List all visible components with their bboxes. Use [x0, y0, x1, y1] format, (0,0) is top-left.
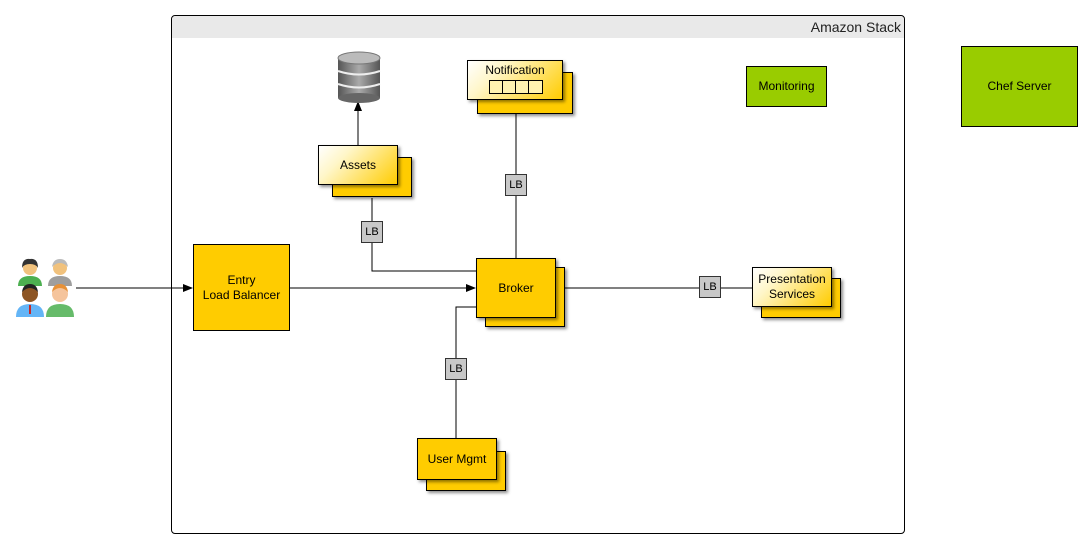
lb-user-mgmt[interactable]: LB — [445, 358, 467, 380]
lb-presentation[interactable]: LB — [699, 276, 721, 298]
edge-broker-usermgmt — [455, 306, 477, 438]
chef-server-node[interactable]: Chef Server — [961, 46, 1078, 127]
presentation-services-node[interactable]: Presentation Services — [752, 267, 832, 307]
lb-assets[interactable]: LB — [361, 221, 383, 243]
notification-label: Notification — [485, 63, 545, 77]
message-queue-icon — [489, 80, 543, 94]
database-icon — [337, 51, 381, 103]
broker-node[interactable]: Broker — [476, 258, 556, 318]
entry-load-balancer-node[interactable]: Entry Load Balancer — [193, 244, 290, 331]
edge-assets-broker — [371, 198, 477, 272]
user-mgmt-node[interactable]: User Mgmt — [417, 438, 497, 480]
monitoring-node[interactable]: Monitoring — [746, 66, 827, 107]
container-header: Amazon Stack — [172, 16, 904, 38]
assets-node[interactable]: Assets — [318, 145, 398, 185]
container-title: Amazon Stack — [810, 19, 901, 35]
users-group-icon — [16, 258, 74, 317]
lb-notification[interactable]: LB — [505, 174, 527, 196]
